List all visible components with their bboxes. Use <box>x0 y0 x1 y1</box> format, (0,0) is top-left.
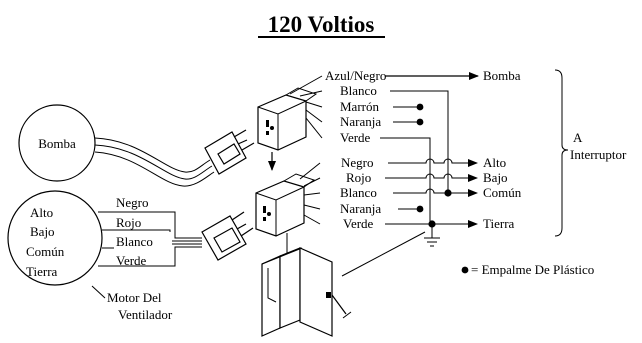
motor-speed-label: Bajo <box>30 224 55 239</box>
output-label: Bomba <box>483 68 521 83</box>
pump-cable <box>94 137 215 187</box>
motor-circle <box>7 190 103 286</box>
legend-dot <box>461 266 469 274</box>
motor-caption: Motor Del <box>107 290 162 305</box>
splice-dot <box>416 103 424 111</box>
output-label: Alto <box>483 155 506 170</box>
pump-label: Bomba <box>38 136 76 151</box>
motor-conn-wire-label: Negro <box>341 155 374 170</box>
motor-speed-label: Tierra <box>26 264 58 279</box>
motor-caption: Ventilador <box>118 307 173 322</box>
motor-plug <box>201 211 254 261</box>
splice-dot <box>416 205 424 213</box>
motor-connector-wires <box>299 162 321 225</box>
pump-wire-label: Blanco <box>340 83 377 98</box>
motor-wire-runs <box>385 158 478 228</box>
motor-conn-wire-label: Blanco <box>340 185 377 200</box>
motor-conn-wire-label: Naranja <box>340 201 381 216</box>
splice-dot <box>416 118 424 126</box>
output-label: Común <box>483 185 522 200</box>
splice-dot <box>444 189 452 197</box>
bracket-label: Interruptor <box>570 147 627 162</box>
output-label: Bajo <box>483 170 508 185</box>
motor-conn-wire-label: Rojo <box>346 170 371 185</box>
pump-symbol: Bomba <box>18 104 96 182</box>
bracket-label: A <box>573 130 583 145</box>
pump-connector-wires <box>289 75 323 139</box>
switch-bracket <box>554 69 569 237</box>
pump-wire-label: Verde <box>340 130 371 145</box>
pump-wire-label: Azul/Negro <box>325 68 386 83</box>
pump-wire-label: Naranja <box>340 114 381 129</box>
motor-wire-label: Rojo <box>116 215 141 230</box>
motor-speed-label: Alto <box>30 205 53 220</box>
motor-conn-wire-label: Verde <box>343 216 374 231</box>
motor-wire-label: Verde <box>116 253 147 268</box>
page-title: 120 Voltios <box>268 12 375 37</box>
pump-wire-runs <box>380 72 479 226</box>
pump-wire-label: Marrón <box>340 99 379 114</box>
pump-connector <box>257 87 318 151</box>
pump-circle <box>18 104 96 182</box>
motor-caption-leader <box>91 285 106 299</box>
ground-symbol <box>424 224 440 247</box>
output-label: Tierra <box>483 216 515 231</box>
pump-plug <box>204 129 255 175</box>
motor-wire-label: Blanco <box>116 234 153 249</box>
motor-wire-label: Negro <box>116 195 149 210</box>
motor-symbol: Alto Bajo Común Tierra <box>7 190 103 286</box>
ground-bracket-illustration <box>261 231 426 337</box>
legend-text: = Empalme De Plástico <box>471 262 594 277</box>
motor-speed-label: Común <box>26 244 65 259</box>
motor-connector <box>255 173 316 237</box>
